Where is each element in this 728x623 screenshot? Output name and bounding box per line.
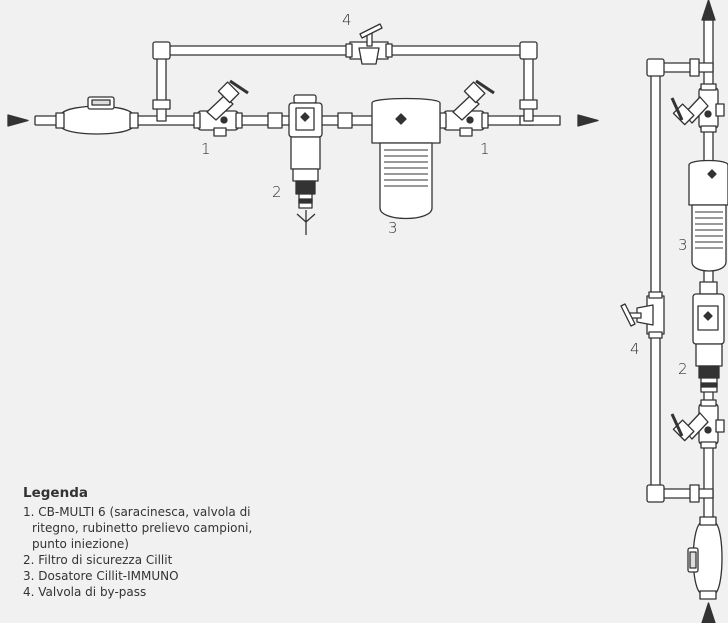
multi-valve-icon-right (439, 79, 495, 137)
bypass-valve-icon-side (620, 291, 665, 339)
multi-valve-icon-lower (670, 399, 725, 449)
legend-item-2: 2. Filtro di sicurezza Cillit (23, 553, 173, 567)
legend-title: Legenda (23, 485, 88, 501)
dosing-unit-icon-top (371, 97, 441, 220)
callout-filter-top: 2 (272, 183, 282, 201)
bypass-valve-icon-top (345, 23, 393, 65)
legend: Legenda 1. CB-MULTI 6 (saracinesca, valv… (23, 485, 252, 600)
water-meter-icon (55, 96, 139, 135)
legend-item-4: 4. Valvola di by-pass (23, 585, 147, 599)
arrow-in-left-icon (7, 114, 29, 127)
callout-multi-valve-right: 1 (480, 140, 490, 158)
callout-dosing-top: 3 (388, 219, 398, 237)
horizontal-bypass-pipe (152, 41, 538, 122)
callout-multi-valve-left: 1 (201, 140, 211, 158)
safety-filter-icon-top (267, 94, 353, 235)
legend-item-1-line-2: ritegno, rubinetto prelievo campioni, (32, 521, 253, 535)
vertical-bypass-pipe (646, 58, 714, 503)
callout-filter-side: 2 (678, 360, 688, 378)
callout-bypass-valve-top: 4 (342, 11, 352, 29)
arrow-out-top-icon (701, 0, 716, 21)
multi-valve-icon-left (193, 79, 249, 137)
legend-item-1-line-3: punto iniezione) (32, 537, 129, 551)
water-meter-icon-side (687, 516, 723, 600)
callout-bypass-valve-side: 4 (630, 340, 640, 358)
safety-filter-icon-side (692, 281, 725, 393)
callout-dosing-side: 3 (678, 236, 688, 254)
multi-valve-icon-upper (670, 83, 725, 133)
arrow-in-bottom-icon (701, 602, 716, 623)
legend-item-1-line-1: 1. CB-MULTI 6 (saracinesca, valvola di (23, 505, 251, 519)
arrow-out-right-icon (577, 114, 599, 127)
dosing-unit-icon-side (688, 159, 728, 272)
legend-item-3: 3. Dosatore Cillit-IMMUNO (23, 569, 179, 583)
